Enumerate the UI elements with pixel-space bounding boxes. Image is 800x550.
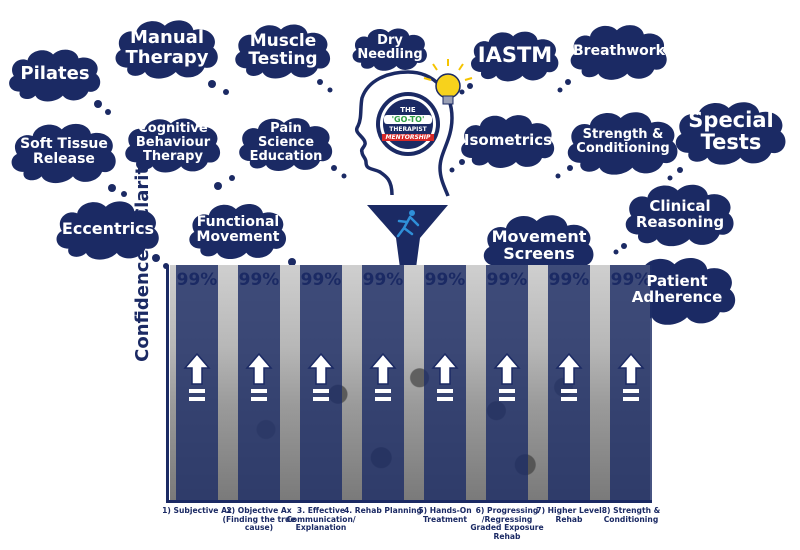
cloud-functional-movement	[189, 203, 287, 260]
cloud-strength-conditioning	[567, 112, 678, 175]
logo-line-therapist: THERAPIST	[389, 126, 427, 133]
category-label-3: 3. Effective Communication/ Explanation	[286, 506, 356, 533]
bar-value-label: 99%	[362, 270, 404, 290]
thought-dot	[152, 254, 160, 262]
thought-dot	[214, 182, 222, 190]
cloud-breathwork	[570, 25, 667, 80]
runner-icon	[396, 210, 420, 238]
mentorship-logo	[376, 92, 440, 156]
cloud-isometrics	[461, 115, 555, 168]
thought-dot	[94, 100, 102, 108]
category-label-6: 6) Progressing /Regressing Graded Exposu…	[470, 506, 544, 542]
bar-value-label: 99%	[548, 270, 590, 290]
thought-dot	[467, 83, 473, 89]
cloud-pain-science-education	[239, 118, 333, 171]
thought-dot	[567, 165, 573, 171]
category-label-8: 8) Strength & Conditioning	[601, 506, 661, 524]
thought-dot	[317, 79, 323, 85]
thought-dot	[459, 159, 465, 165]
arrow-up-icon	[369, 352, 397, 401]
thought-dot	[208, 80, 216, 88]
bar-value-label: 99%	[610, 270, 652, 290]
y-axis	[166, 265, 169, 503]
bar-value-label: 99%	[176, 270, 218, 290]
thought-dot	[331, 165, 337, 171]
funnel-icon	[367, 205, 448, 268]
thought-dot	[341, 173, 347, 179]
thought-dot	[327, 87, 333, 93]
cloud-dry-needling	[352, 28, 427, 71]
thought-dot	[108, 184, 116, 192]
thought-dot	[229, 175, 235, 181]
thought-dot	[449, 167, 455, 173]
light-bulb-icon	[423, 59, 473, 105]
category-label-1: 1) Subjective Ax	[162, 506, 232, 515]
x-axis	[168, 500, 652, 503]
thought-dot	[223, 89, 229, 95]
cloud-muscle-testing	[235, 24, 331, 79]
cloud-manual-therapy	[115, 20, 218, 79]
y-axis-title: Confidence & Clarity	[132, 154, 153, 362]
thought-dot	[613, 249, 619, 255]
logo-line-mentorship: MENTORSHIP	[382, 134, 434, 141]
thought-dot	[621, 243, 627, 249]
logo-line-the: THE	[400, 106, 416, 114]
bar-value-label: 99%	[238, 270, 280, 290]
arrow-up-icon	[493, 352, 521, 401]
thought-dot	[459, 89, 465, 95]
cloud-clinical-reasoning	[625, 184, 734, 247]
thought-dot	[105, 109, 111, 115]
thought-dot	[288, 258, 296, 266]
bar-value-label: 99%	[486, 270, 528, 290]
bar-value-label: 99%	[424, 270, 466, 290]
cloud-pilates	[9, 49, 101, 102]
thought-dot	[557, 87, 563, 93]
category-label-4: 4. Rehab Planning	[344, 506, 422, 515]
thought-dot	[121, 191, 127, 197]
arrow-up-icon	[555, 352, 583, 401]
thought-dot	[565, 79, 571, 85]
arrow-up-icon	[617, 352, 645, 401]
cloud-soft-tissue-release	[11, 123, 116, 184]
thought-dot	[667, 175, 673, 181]
arrow-up-icon	[183, 352, 211, 401]
bar-value-label: 99%	[300, 270, 342, 290]
thought-dot	[677, 167, 683, 173]
category-label-5: 5) Hands-On Treatment	[418, 506, 472, 524]
arrow-up-icon	[245, 352, 273, 401]
arrow-up-icon	[431, 352, 459, 401]
logo-line-goto: 'GO-TO'	[384, 115, 432, 124]
category-label-2: 2) Objective Ax (Finding the true cause)	[222, 506, 296, 533]
cloud-special-tests	[675, 102, 786, 165]
cloud-iastm	[471, 31, 559, 82]
category-label-7: 7) Higher Level Rehab	[536, 506, 602, 524]
thought-dot	[555, 173, 561, 179]
arrow-up-icon	[307, 352, 335, 401]
